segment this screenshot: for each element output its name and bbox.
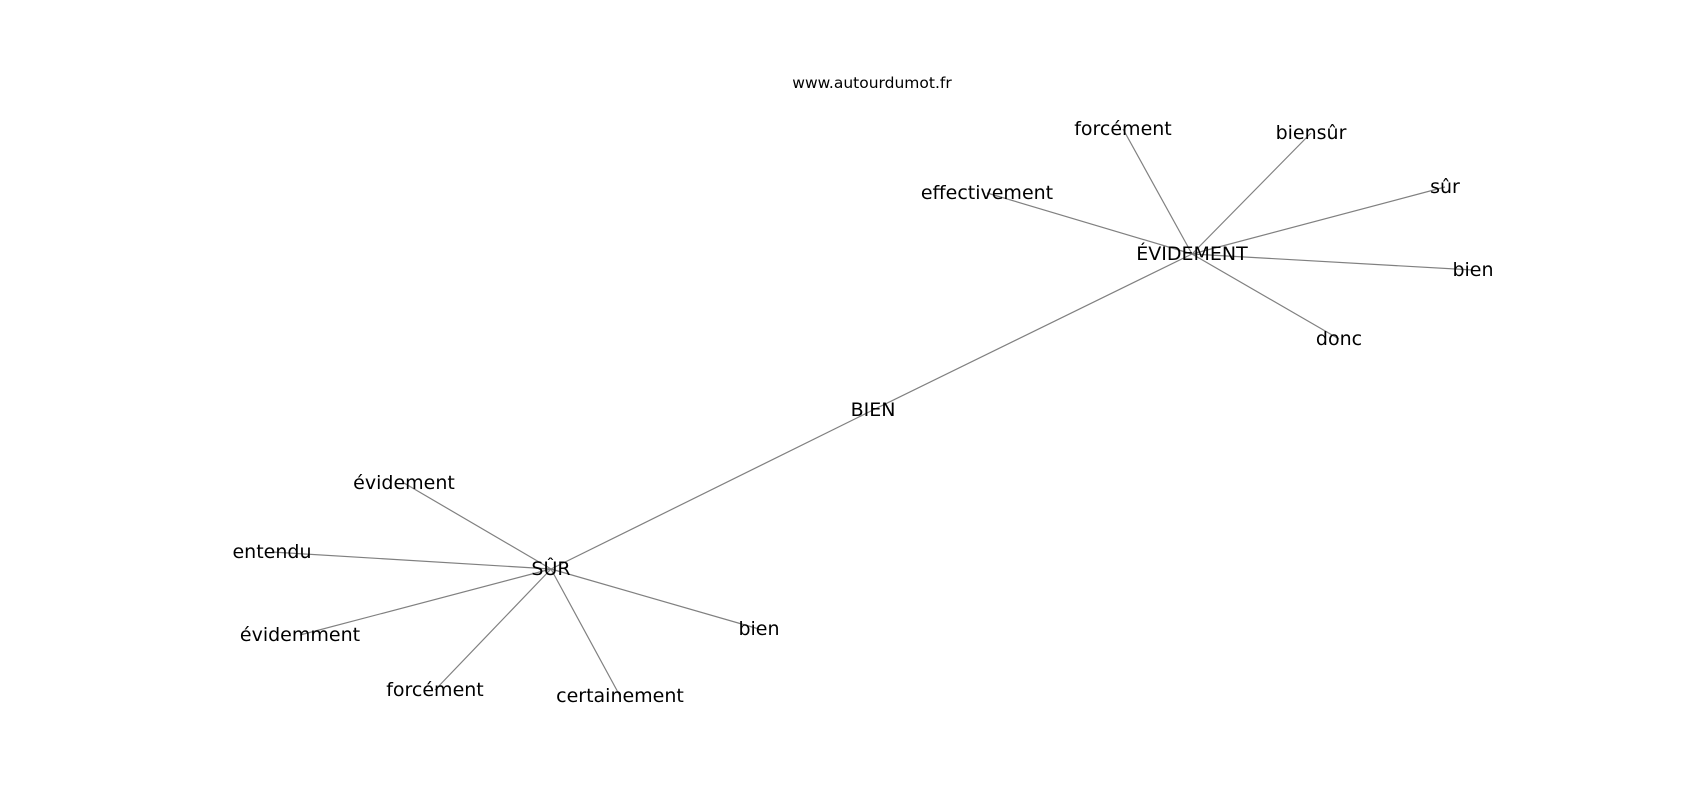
edge-sur-hub-to-sur-evidement bbox=[403, 482, 552, 570]
node-label-ev-bien: bien bbox=[1452, 259, 1493, 281]
edge-evidement-to-ev-bien bbox=[1191, 253, 1474, 271]
node-label-ev-donc: donc bbox=[1316, 328, 1362, 350]
node-label-ev-biensur: biensûr bbox=[1276, 122, 1347, 144]
node-label-sur-hub: SÛR bbox=[531, 556, 570, 580]
edge-bien-root-to-evidement bbox=[872, 253, 1193, 411]
edge-bien-root-to-sur-hub bbox=[550, 409, 874, 570]
edge-sur-hub-to-sur-bien bbox=[550, 568, 760, 630]
edge-sur-hub-to-sur-evidemment bbox=[299, 568, 552, 636]
node-label-ev-forcement: forcément bbox=[1074, 118, 1172, 140]
edge-evidement-to-ev-sur bbox=[1191, 186, 1446, 255]
edge-evidement-to-ev-biensur bbox=[1191, 132, 1312, 255]
node-label-bien-root: BIEN bbox=[851, 399, 896, 421]
node-label-sur-evidemment: évidemment bbox=[240, 624, 360, 646]
edge-sur-hub-to-sur-forcement bbox=[434, 568, 552, 691]
edge-sur-hub-to-sur-certainement bbox=[550, 568, 621, 697]
edge-layer bbox=[271, 128, 1474, 697]
node-label-sur-entendu: entendu bbox=[232, 541, 311, 563]
edge-sur-hub-to-sur-entendu bbox=[271, 551, 552, 570]
node-label-sur-evidement: évidement bbox=[353, 472, 455, 494]
edge-evidement-to-ev-effectivement bbox=[986, 192, 1193, 255]
node-label-evidement: ÉVIDEMENT bbox=[1136, 242, 1248, 265]
node-label-ev-effectivement: effectivement bbox=[921, 182, 1053, 204]
edge-evidement-to-ev-donc bbox=[1191, 253, 1340, 340]
node-label-sur-certainement: certainement bbox=[556, 685, 684, 707]
source-watermark: www.autourdumot.fr bbox=[792, 74, 952, 92]
node-label-ev-sur: sûr bbox=[1430, 176, 1460, 198]
edge-evidement-to-ev-forcement bbox=[1122, 128, 1193, 255]
node-label-sur-forcement: forcément bbox=[386, 679, 484, 701]
node-label-sur-bien: bien bbox=[738, 618, 779, 640]
